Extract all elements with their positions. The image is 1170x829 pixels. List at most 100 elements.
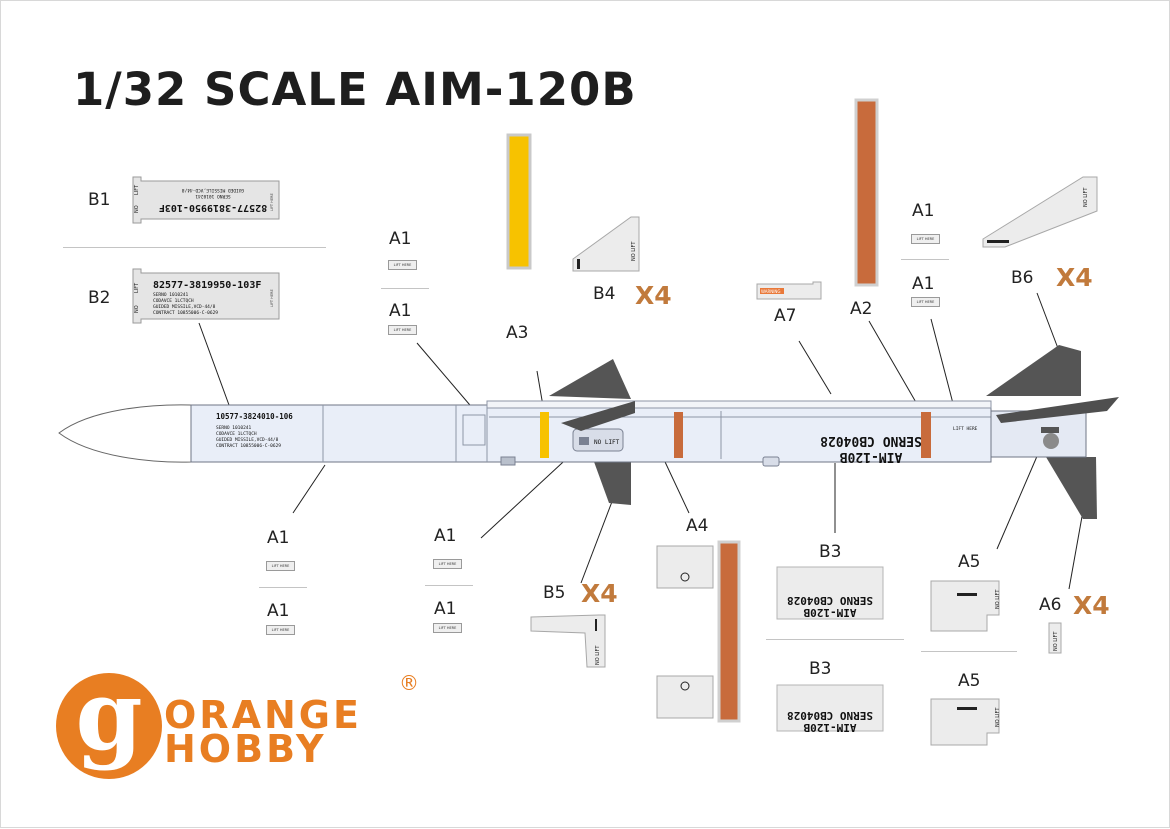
decal-a1: LIFT HERE <box>911 234 940 244</box>
nose-cone <box>58 404 192 463</box>
divider <box>921 651 1017 652</box>
logo-text-orange: ORANGE <box>164 693 362 737</box>
quantity-a6: X4 <box>1073 591 1110 620</box>
svg-text:LIFT: LIFT <box>134 184 140 195</box>
svg-text:AIM-120B: AIM-120B <box>803 606 856 619</box>
mid-section-hardware <box>462 414 780 467</box>
decal-b5: NO LIFT <box>530 614 606 668</box>
label-a1: A1 <box>434 526 457 546</box>
logo-g-mark: g <box>75 659 143 772</box>
decal-a1: LIFT HERE <box>433 559 462 569</box>
nozzle-detail <box>1043 433 1059 449</box>
decal-a4-strip <box>717 540 741 723</box>
fins-rear <box>549 345 1097 519</box>
label-a6: A6 <box>1039 595 1062 615</box>
label-b2: B2 <box>88 288 111 308</box>
panel-lines <box>322 405 991 462</box>
svg-text:NO LIFT: NO LIFT <box>1083 187 1089 207</box>
decal-a1: LIFT HERE <box>911 297 940 307</box>
fins-front <box>561 397 1119 431</box>
svg-text:NO LIFT: NO LIFT <box>995 589 1001 609</box>
svg-text:LIFT HERE: LIFT HERE <box>270 289 274 307</box>
decal-a1: LIFT HERE <box>388 325 417 335</box>
registered-mark: ® <box>399 671 419 695</box>
label-a5: A5 <box>958 552 981 572</box>
svg-text:WARNING: WARNING <box>761 289 781 294</box>
svg-text:SERNO 1010241: SERNO 1010241 <box>216 425 252 431</box>
body-serno-stencil: SERNO CB04028 AIM-120B <box>820 433 922 464</box>
label-b3: B3 <box>819 542 842 562</box>
forward-fin-upper <box>549 359 631 399</box>
svg-text:GUIDED MISSILE,VCD-44/8: GUIDED MISSILE,VCD-44/8 <box>216 437 279 443</box>
svg-text:AIM-120B: AIM-120B <box>803 721 856 734</box>
leader-a3 <box>536 370 544 407</box>
leader-a1-lower <box>292 464 326 514</box>
label-b1: B1 <box>88 190 111 210</box>
decal-a1: LIFT HERE <box>433 623 462 633</box>
quantity-b4: X4 <box>635 281 672 310</box>
rust-band-a4 <box>674 412 683 458</box>
decal-a3-strip <box>506 133 532 270</box>
svg-text:GUIDED MISSILE,VCD-44/8: GUIDED MISSILE,VCD-44/8 <box>153 304 216 310</box>
logo-text-hobby: HOBBY <box>164 727 327 771</box>
divider <box>63 247 326 248</box>
svg-text:CODAVCE 1LCTQCH: CODAVCE 1LCTQCH <box>216 431 257 437</box>
divider <box>901 259 949 260</box>
leader-a1-mid <box>480 450 576 539</box>
leader-b5 <box>580 498 614 584</box>
body-stencils: 10577-3824010-106 SERNO 1010241 CODAVCE … <box>216 412 978 449</box>
decal-b3-upper: SERNO CB04028 AIM-120B <box>776 566 884 620</box>
svg-text:SERNO CB04028: SERNO CB04028 <box>787 594 873 607</box>
rust-band-a2 <box>921 412 931 458</box>
leader-b2 <box>198 322 230 406</box>
sheet-title: 1/32 SCALE AIM-120B <box>73 63 637 116</box>
decal-b6: NO LIFT <box>982 176 1098 248</box>
decal-b1: 82577-3819950-103F SERNO 1010241 GUIDED … <box>132 176 280 224</box>
decal-b2: 82577-3819950-103F SERNO 1010241 CODAVCE… <box>132 268 280 324</box>
logo-circle <box>56 673 162 779</box>
forward-fin-mid <box>561 401 635 431</box>
label-a1: A1 <box>389 301 412 321</box>
leader-b6 <box>1036 292 1060 352</box>
label-a1: A1 <box>434 599 457 619</box>
svg-text:NO LIFT: NO LIFT <box>995 707 1001 727</box>
svg-text:82577-3819950-103F: 82577-3819950-103F <box>159 202 267 213</box>
svg-text:GUIDED MISSILE,VCD-44/8: GUIDED MISSILE,VCD-44/8 <box>182 187 245 193</box>
forward-fin-lower <box>593 459 631 505</box>
leader-a7 <box>798 340 832 395</box>
label-a1: A1 <box>267 528 290 548</box>
tail-fin-upper <box>986 345 1081 396</box>
svg-text:NO: NO <box>134 205 140 213</box>
decal-a1: LIFT HERE <box>388 260 417 270</box>
label-a1: A1 <box>267 601 290 621</box>
decal-b3-lower: SERNO CB04028 AIM-120B <box>776 684 884 734</box>
label-a2: A2 <box>850 299 873 319</box>
decal-b4: NO LIFT <box>572 216 640 272</box>
label-b6: B6 <box>1011 268 1034 288</box>
decal-a4-small <box>656 545 714 719</box>
divider <box>425 585 473 586</box>
yellow-warhead-band <box>540 412 549 458</box>
svg-text:CONTRACT 10855006-C-0629: CONTRACT 10855006-C-0629 <box>153 310 218 316</box>
divider <box>259 587 307 588</box>
svg-text:CODAVCE 1LCTQCH: CODAVCE 1LCTQCH <box>153 298 194 304</box>
tail-fin-horizontal <box>996 397 1119 423</box>
svg-text:NO LIFT: NO LIFT <box>594 439 620 446</box>
label-a4: A4 <box>686 516 709 536</box>
leader-a6 <box>1068 510 1084 590</box>
decal-a2-strip <box>854 98 879 287</box>
leader-a5 <box>996 446 1042 550</box>
svg-text:LIFT HERE: LIFT HERE <box>953 426 978 432</box>
svg-text:SERNO CB04028: SERNO CB04028 <box>820 433 922 448</box>
leader-a1-right <box>930 318 957 416</box>
decal-a1: LIFT HERE <box>266 625 295 635</box>
label-a1: A1 <box>912 201 935 221</box>
decal-a5-upper: NO LIFT <box>930 580 1001 632</box>
divider <box>766 639 904 640</box>
label-a3: A3 <box>506 323 529 343</box>
divider <box>381 288 429 289</box>
leader-a2 <box>868 320 922 412</box>
svg-text:NO LIFT: NO LIFT <box>1053 631 1059 651</box>
svg-text:82577-3819950-103F: 82577-3819950-103F <box>153 280 261 291</box>
